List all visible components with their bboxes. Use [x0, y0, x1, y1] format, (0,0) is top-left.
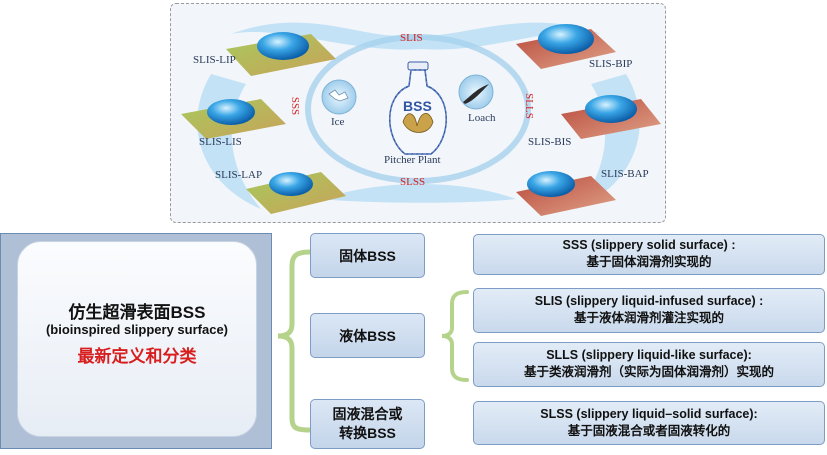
label-slis-lip: SLIS-LIP [193, 54, 236, 66]
right-brace [441, 290, 469, 382]
main-highlight: 最新定义和分类 [77, 347, 197, 366]
label-bss-center: BSS [403, 98, 432, 114]
label-slis-bis: SLIS-BIS [528, 136, 572, 148]
plate-slis-lap [246, 172, 346, 214]
category-liquid-bss: 液体BSS [310, 313, 425, 358]
plate-slis-bis [561, 95, 661, 139]
label-slis-lap: SLIS-LAP [215, 169, 263, 181]
bottom-splash [321, 184, 516, 203]
label-slis-lis: SLIS-LIS [199, 136, 242, 148]
plate-slis-bip [516, 24, 616, 69]
main-title: 仿生超滑表面BSS [68, 303, 206, 322]
label-slis-top: SLIS [400, 32, 423, 44]
desc-slis-text: 基于液体润滑剂灌注实现的 [573, 311, 724, 325]
label-loach: Loach [468, 112, 496, 124]
main-definition-card [17, 241, 257, 437]
main-subtitle: (bioinspired slippery surface) [45, 322, 229, 337]
braces [277, 249, 469, 433]
vase-icon [389, 61, 447, 155]
desc-sss-title: SSS (slippery solid surface) : [562, 238, 736, 252]
desc-slis: SLIS (slippery liquid-infused surface) :… [473, 288, 825, 333]
desc-slss-text: 基于固液混合或者固液转化的 [567, 424, 731, 438]
desc-slls: SLLS (slippery liquid-like surface): 基于类… [473, 342, 825, 387]
desc-slls-text: 基于类液润滑剂（实际为固体润滑剂）实现的 [523, 365, 774, 379]
label-slls-right: SLLS [522, 93, 535, 119]
desc-slis-title: SLIS (slippery liquid-infused surface) : [534, 294, 764, 308]
desc-slss-title: SLSS (slippery liquid–solid surface): [540, 407, 758, 421]
illustration-art [181, 22, 661, 216]
label-sss-left: SSS [289, 96, 302, 116]
label-slss-bottom: SLSS [400, 176, 426, 188]
bss-illustration: SLIS SLSS SSS SLLS BSS Ice Loach Pitcher… [170, 3, 666, 223]
center-ring [305, 34, 531, 184]
label-ice: Ice [331, 116, 345, 128]
label-slis-bip: SLIS-BIP [589, 58, 633, 70]
category-hybrid-bss: 固液混合或转换BSS [310, 399, 425, 449]
label-pitcher-plant: Pitcher Plant [384, 154, 441, 166]
desc-slss: SLSS (slippery liquid–solid surface): 基于… [473, 401, 825, 445]
category-solid-bss: 固体BSS [310, 233, 425, 278]
desc-sss-text: 基于固体润滑剂实现的 [586, 255, 712, 269]
desc-sss: SSS (slippery solid surface) : 基于固体润滑剂实现… [473, 234, 825, 275]
plate-slis-lip [226, 32, 336, 76]
plate-slis-lis [181, 99, 286, 139]
left-brace [277, 249, 313, 433]
plate-slis-bap [516, 171, 616, 216]
label-slis-bap: SLIS-BAP [601, 168, 649, 180]
desc-slls-title: SLLS (slippery liquid-like surface): [546, 348, 752, 362]
